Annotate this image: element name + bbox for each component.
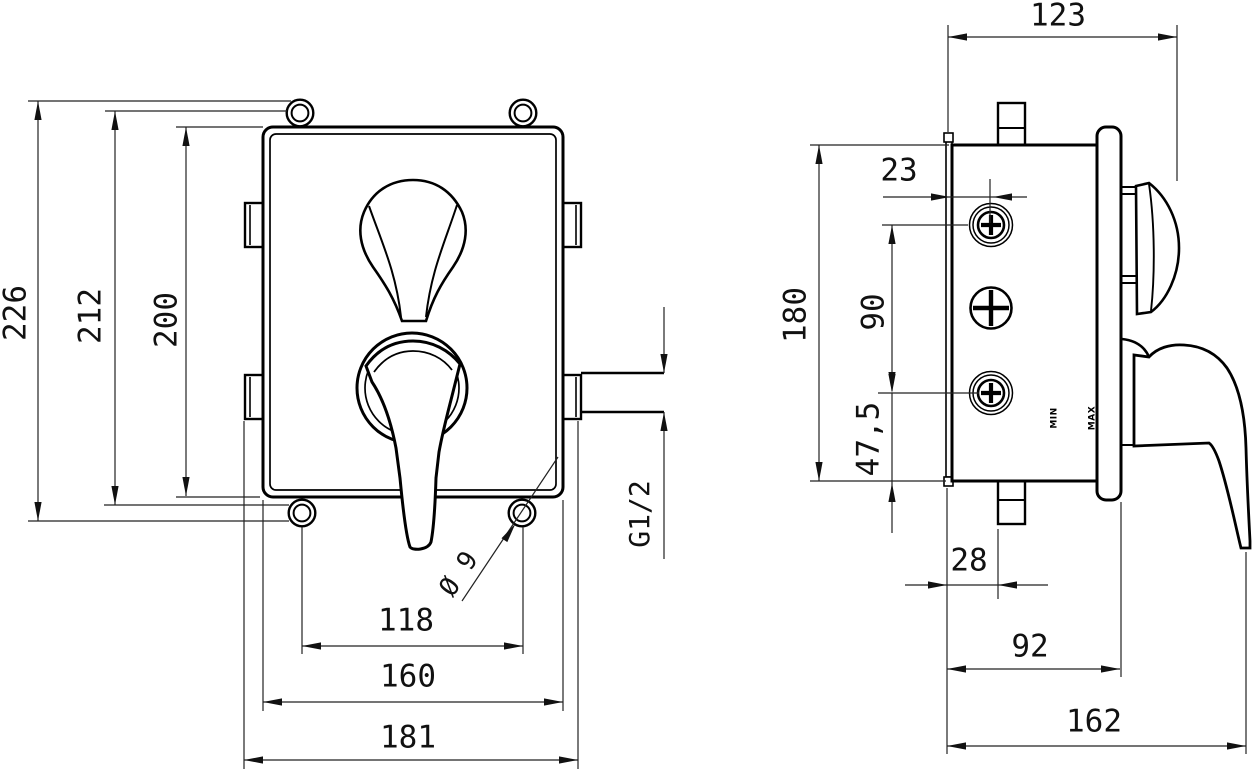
dim-screw-bottom-offset: 47,5	[850, 401, 887, 477]
dim-body-height: 180	[777, 287, 814, 343]
pipe-stub-bottom	[996, 479, 1027, 526]
diverter-knob-side	[1121, 181, 1181, 316]
dim-outlet-thread: G1/2	[623, 480, 656, 548]
mounting-holes	[285, 98, 538, 528]
dimension-lines	[28, 25, 1247, 769]
dim-plate-height: 200	[148, 292, 185, 348]
label-max: MAX	[1087, 405, 1098, 431]
dim-screw-spacing: 90	[855, 293, 892, 331]
outlet-pipe	[581, 371, 664, 414]
side-view	[943, 101, 1252, 550]
lever-handle-side	[1121, 337, 1252, 550]
screw-middle	[969, 286, 1013, 330]
dimension-arrows	[34, 33, 1246, 764]
screw-top	[968, 202, 1014, 248]
dim-hole-span-height: 212	[72, 288, 109, 344]
dim-overall-width: 181	[380, 719, 436, 756]
dim-overall-height: 226	[0, 285, 34, 341]
dim-flange-depth: 92	[1011, 628, 1049, 665]
dim-plate-width: 160	[380, 658, 436, 695]
dim-handle-depth: 162	[1066, 703, 1122, 740]
label-min: MIN	[1049, 407, 1060, 429]
front-view	[243, 98, 664, 551]
dim-stub-offset: 28	[950, 542, 988, 579]
dim-screw-offset: 23	[880, 152, 918, 189]
dim-overall-depth: 123	[1030, 0, 1086, 34]
flange-plate	[1095, 125, 1123, 502]
dim-hole-span-width: 118	[378, 602, 434, 639]
diverter-knob	[359, 178, 467, 323]
lever-handle-front	[355, 331, 469, 551]
pipe-stub-top	[996, 101, 1027, 147]
screw-bottom	[968, 370, 1014, 416]
